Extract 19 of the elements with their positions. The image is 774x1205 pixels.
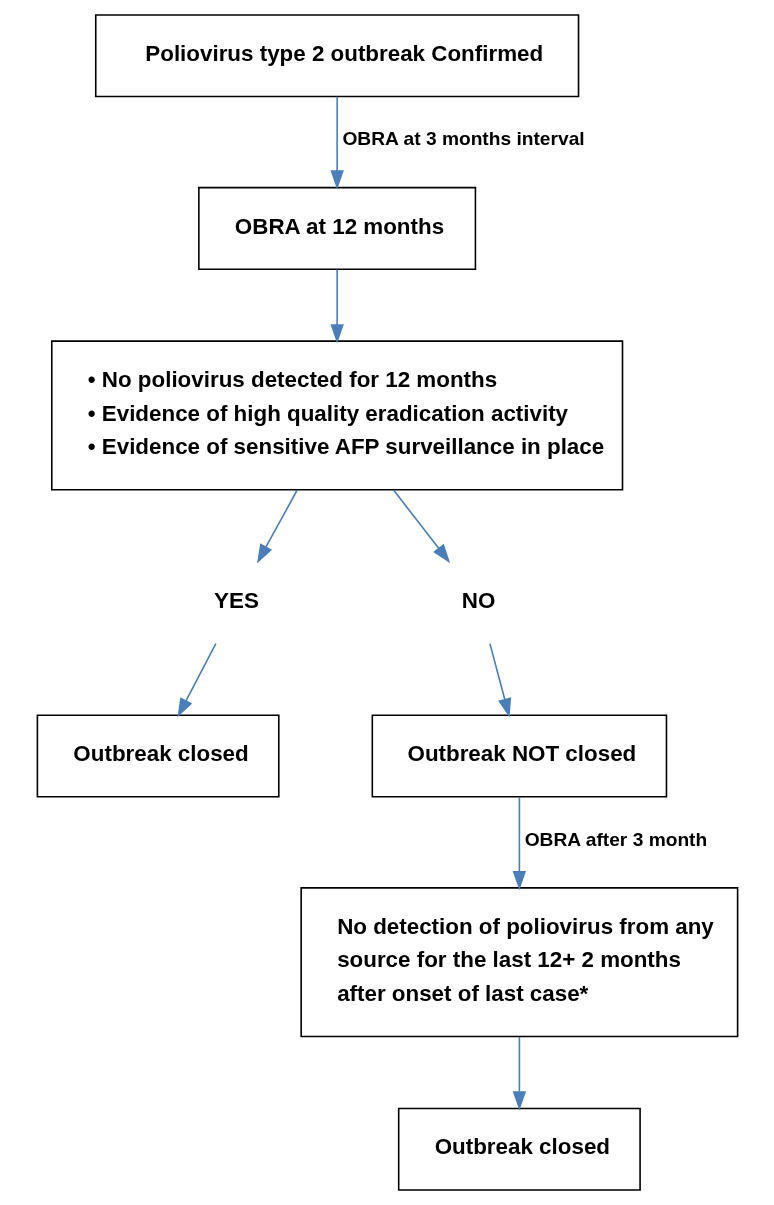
edge-label: OBRA at 3 months interval <box>341 128 585 150</box>
arrow <box>176 642 217 718</box>
node-box: Poliovirus type 2 outbreak Confirmed <box>94 14 579 98</box>
node-box: OBRA at 12 months <box>197 186 476 270</box>
arrow <box>488 642 511 718</box>
node-text: YES <box>213 587 259 613</box>
node-box: Outbreak NOT closed <box>371 714 667 798</box>
arrow <box>512 796 526 891</box>
arrow <box>512 1036 526 1111</box>
arrow <box>392 489 450 564</box>
node-box: Outbreak closed <box>36 714 280 798</box>
node-box: No detection of poliovirus from any source for the last 12+ 2 months after onset of last case* <box>299 887 738 1038</box>
node-text: NO <box>461 587 495 613</box>
edge-label: OBRA after 3 month <box>524 828 707 850</box>
node-box: Outbreak closed <box>397 1107 641 1191</box>
arrow <box>329 268 344 344</box>
arrow <box>256 489 298 564</box>
arrow <box>329 95 344 190</box>
node-box: • No poliovirus detected for 12 months • Evidence of high quality eradication activity • Evidence of sensitive AFP surveillance in place <box>50 340 623 491</box>
